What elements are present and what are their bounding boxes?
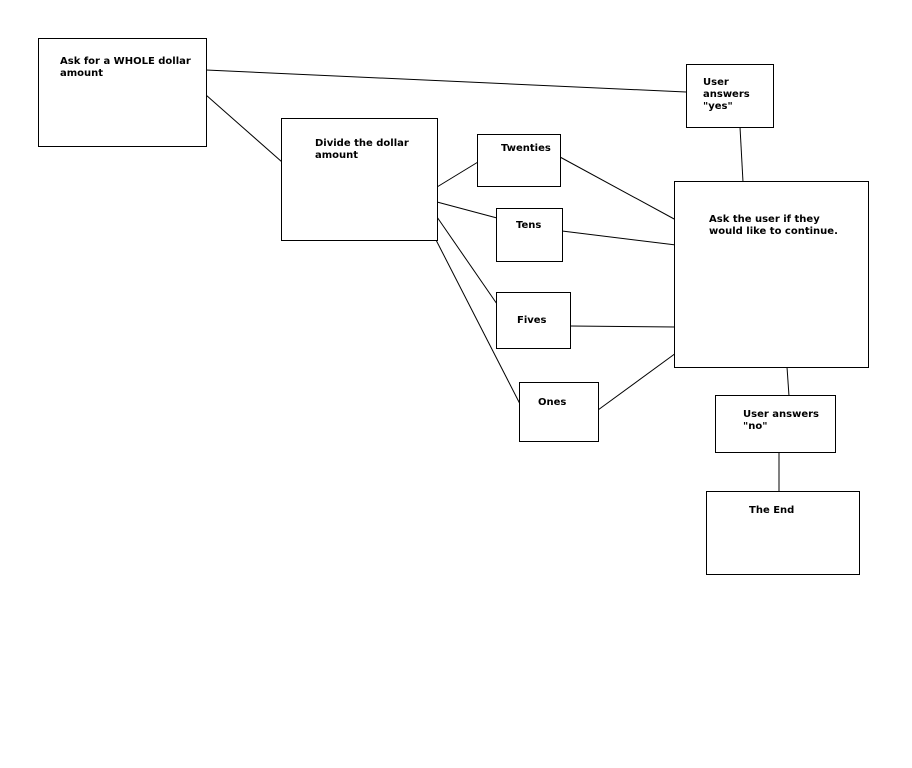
node-ask-amount: Ask for a WHOLE dollar amount: [38, 38, 207, 147]
node-end: The End: [706, 491, 860, 575]
node-label: Ask the user if they would like to conti…: [709, 214, 838, 237]
node-no: User answers "no": [715, 395, 836, 453]
edge-ones-to-ask-continue: [597, 352, 677, 411]
node-label: Twenties: [501, 143, 551, 154]
edge-ask-continue-to-no: [786, 366, 790, 397]
edge-fives-to-ask-continue: [569, 325, 677, 328]
edge-ask-amount-to-divide: [205, 94, 283, 163]
edge-yes-to-ask-continue: [739, 126, 744, 183]
edge-tens-to-ask-continue: [561, 230, 677, 246]
edge-twenties-to-ask-continue: [559, 156, 677, 221]
node-label: Ones: [538, 397, 567, 408]
node-label: Divide the dollar amount: [315, 138, 409, 161]
node-label: The End: [749, 505, 795, 516]
node-ones: Ones: [519, 382, 599, 442]
edge-divide-to-twenties: [436, 161, 479, 188]
node-label: Fives: [517, 315, 547, 326]
node-ask-continue: Ask the user if they would like to conti…: [674, 181, 869, 368]
node-label: Tens: [516, 220, 542, 231]
node-fives: Fives: [496, 292, 571, 349]
node-tens: Tens: [496, 208, 563, 262]
node-label: User answers "no": [743, 409, 819, 432]
node-divide: Divide the dollar amount: [281, 118, 438, 241]
edge-ask-amount-to-yes: [205, 69, 687, 93]
edge-divide-to-tens: [436, 201, 498, 219]
node-twenties: Twenties: [477, 134, 561, 187]
node-label: User answers "yes": [703, 77, 750, 112]
node-label: Ask for a WHOLE dollar amount: [60, 56, 191, 79]
edge-divide-to-ones: [434, 237, 521, 405]
node-yes: User answers "yes": [686, 64, 774, 128]
edge-divide-to-fives: [436, 216, 498, 305]
